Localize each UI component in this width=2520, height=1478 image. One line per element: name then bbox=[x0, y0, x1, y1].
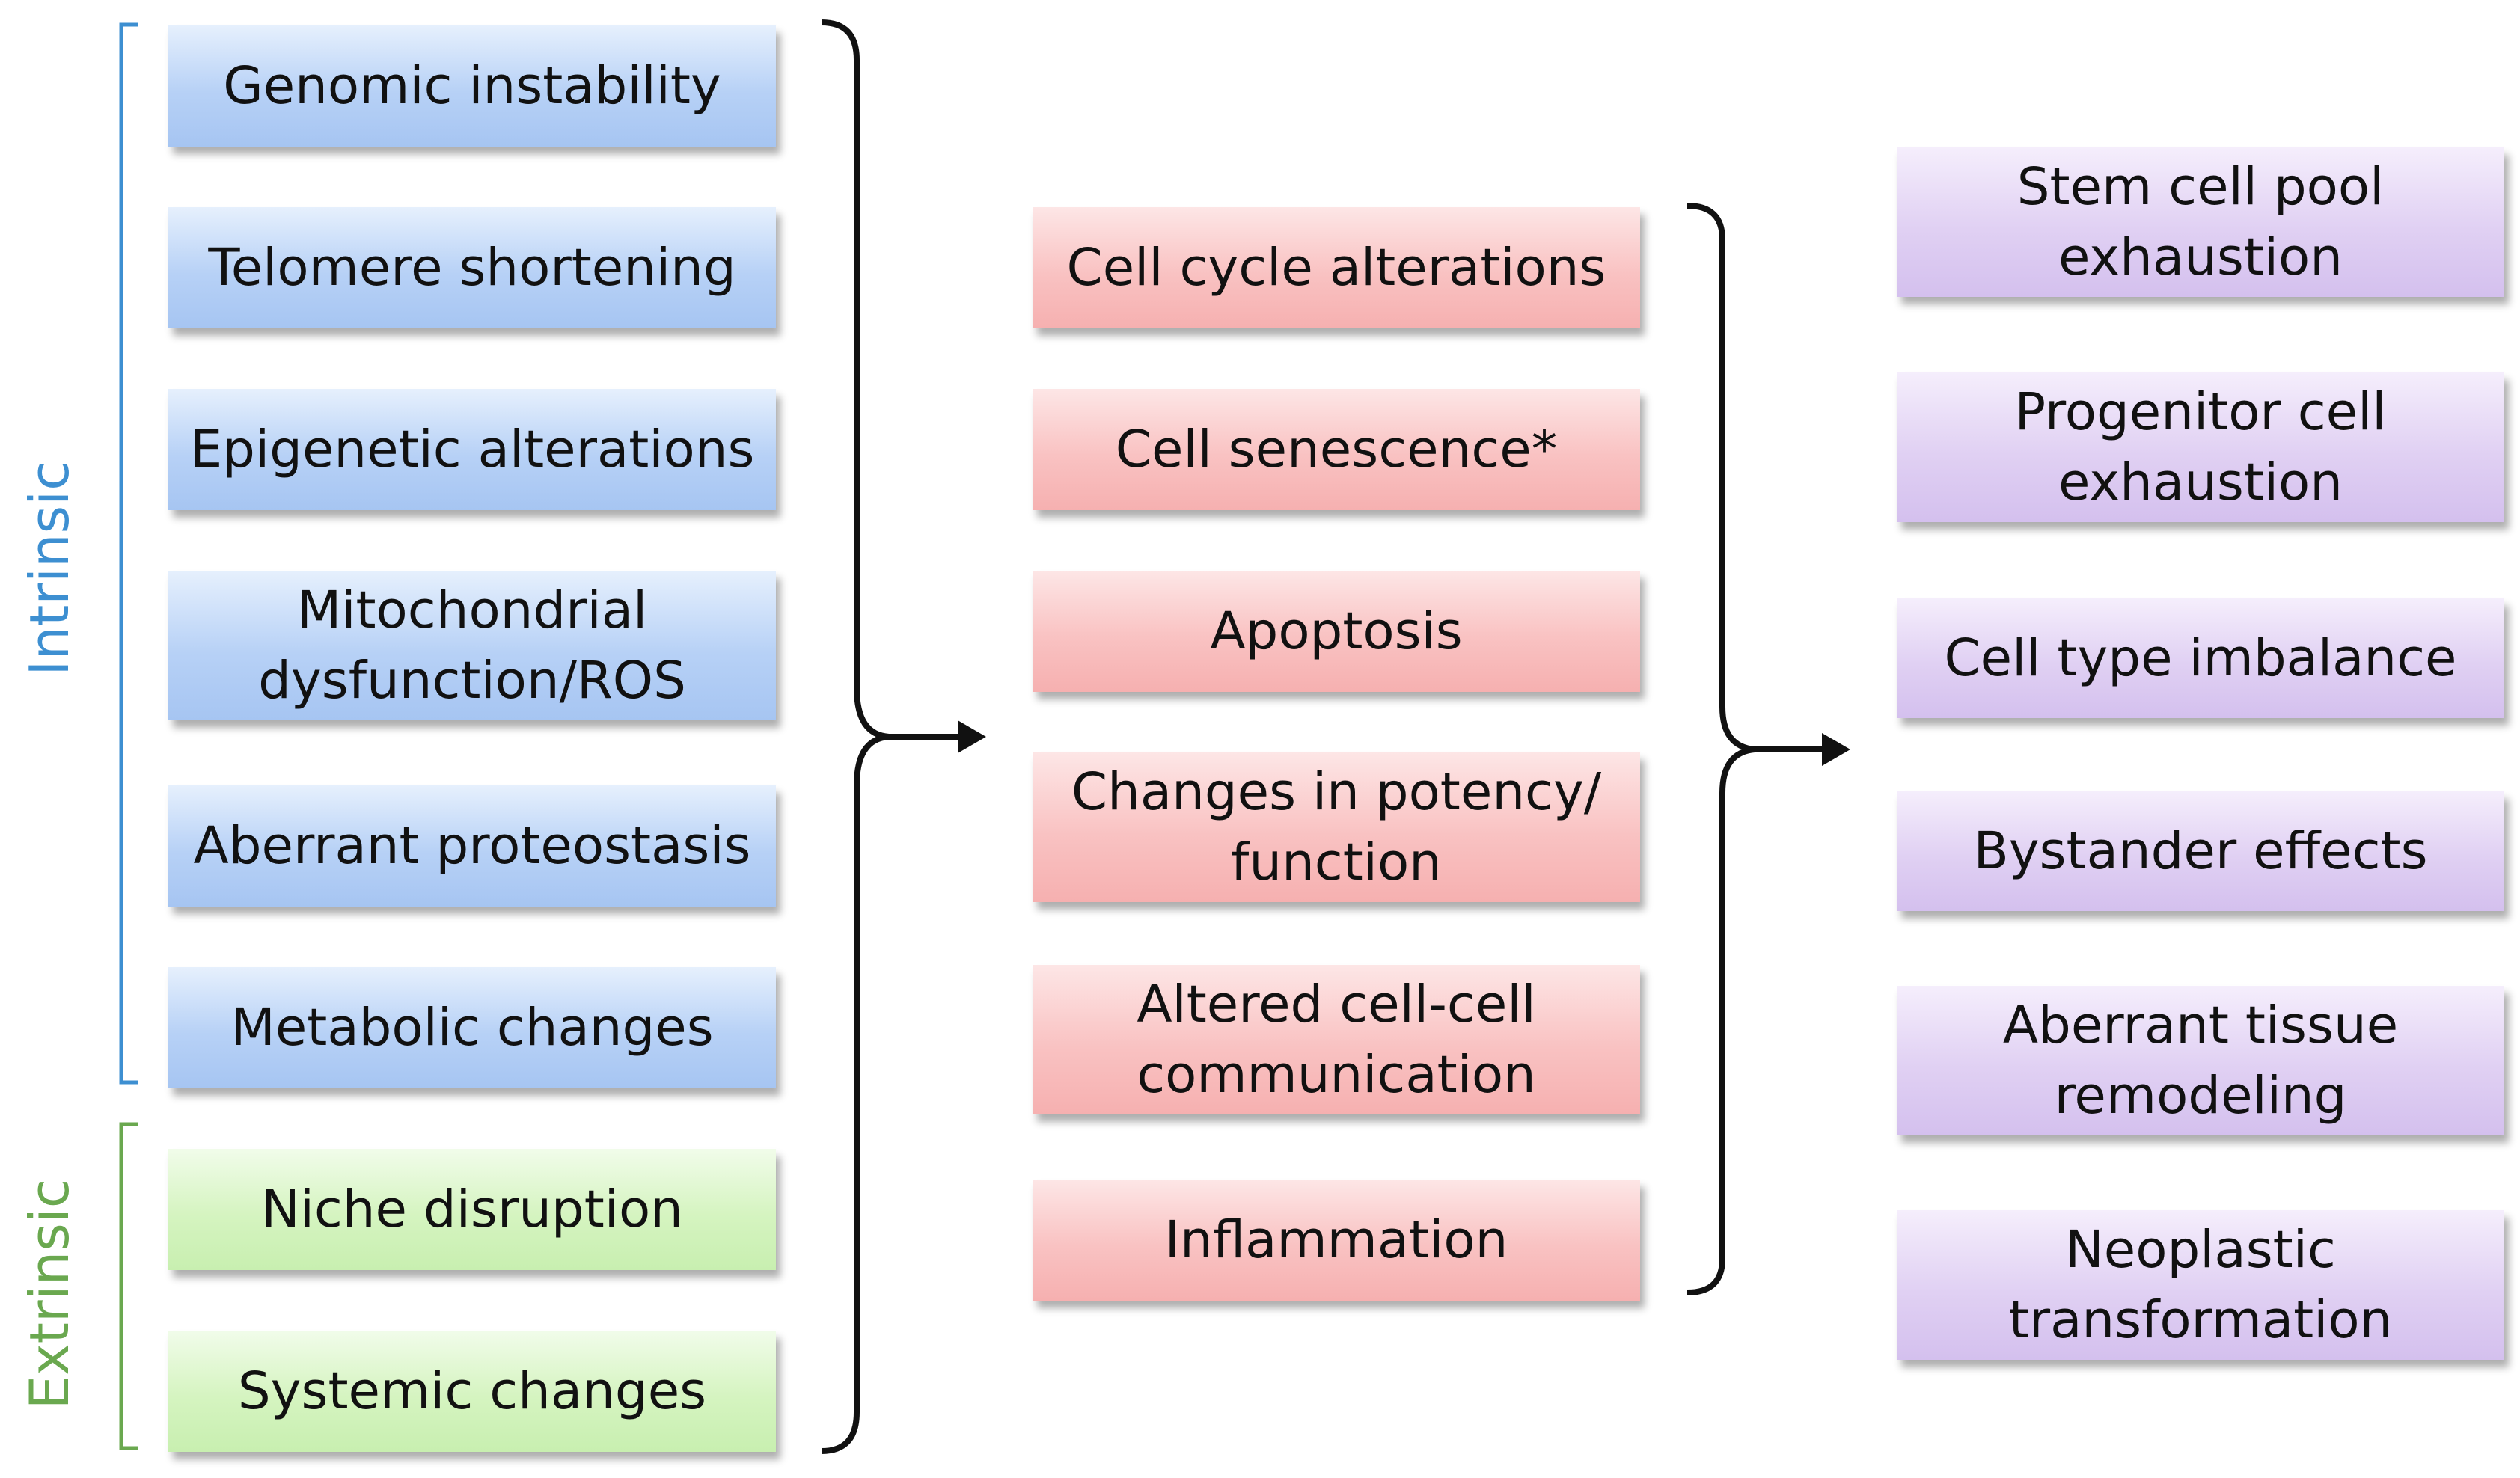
effect-box-cell-senescence: Cell senescence* bbox=[1033, 389, 1640, 510]
intrinsic-label: Intrinsic bbox=[18, 461, 81, 676]
curly-brace-causes bbox=[821, 19, 892, 1454]
cause-box-epigenetic-alterations: Epigenetic alterations bbox=[168, 389, 776, 510]
effect-box-changes-in-potency: Changes in potency/ function bbox=[1033, 752, 1640, 902]
arrow-head-1 bbox=[958, 720, 986, 753]
cause-box-telomere-shortening: Telomere shortening bbox=[168, 207, 776, 328]
effect-box-altered-communication: Altered cell-cell communication bbox=[1033, 965, 1640, 1114]
outcome-box-cell-type-imbalance: Cell type imbalance bbox=[1897, 598, 2504, 718]
cause-box-aberrant-proteostasis: Aberrant proteostasis bbox=[168, 785, 776, 907]
cause-box-genomic-instability: Genomic instability bbox=[168, 25, 776, 147]
intrinsic-bracket bbox=[119, 22, 138, 1085]
arrow-head-2 bbox=[1822, 733, 1850, 766]
curly-brace-effects bbox=[1686, 203, 1758, 1295]
extrinsic-bracket bbox=[119, 1122, 138, 1450]
cause-box-mitochondrial-dysfunction: Mitochondrial dysfunction/ROS bbox=[168, 571, 776, 720]
outcome-box-stem-cell-pool-exhaustion: Stem cell pool exhaustion bbox=[1897, 147, 2504, 297]
effect-box-inflammation: Inflammation bbox=[1033, 1180, 1640, 1301]
effect-box-apoptosis: Apoptosis bbox=[1033, 571, 1640, 692]
cause-box-niche-disruption: Niche disruption bbox=[168, 1149, 776, 1270]
outcome-box-aberrant-tissue-remodeling: Aberrant tissue remodeling bbox=[1897, 986, 2504, 1135]
outcome-box-neoplastic-transformation: Neoplastic transformation bbox=[1897, 1210, 2504, 1360]
cause-box-systemic-changes: Systemic changes bbox=[168, 1331, 776, 1452]
extrinsic-label: Extrinsic bbox=[18, 1178, 81, 1410]
outcome-box-progenitor-cell-exhaustion: Progenitor cell exhaustion bbox=[1897, 372, 2504, 522]
cause-box-metabolic-changes: Metabolic changes bbox=[168, 967, 776, 1088]
effect-box-cell-cycle-alterations: Cell cycle alterations bbox=[1033, 207, 1640, 328]
outcome-box-bystander-effects: Bystander effects bbox=[1897, 791, 2504, 911]
